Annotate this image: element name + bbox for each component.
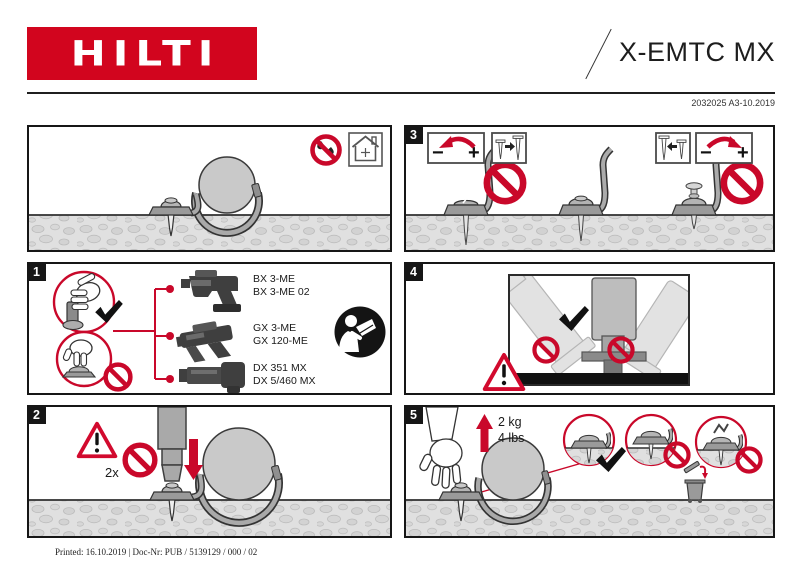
- nail-depth-icon: [491, 132, 527, 164]
- warning-triangle-icon: [76, 421, 118, 459]
- tool-dx-label-1: DX 351 MX: [253, 362, 307, 374]
- read-manual-icon: [334, 306, 386, 358]
- indoor-use-icon: [348, 132, 383, 167]
- conduit-with-clip: [148, 156, 263, 237]
- pull-load-metric-label: 2 kg: [498, 415, 522, 429]
- tool-nose-piece: [157, 407, 187, 482]
- conduit-with-clip: [438, 437, 552, 526]
- down-arrow-icon: [184, 439, 203, 480]
- print-info: Printed: 16.10.2019 | Doc-Nr: PUB / 5139…: [55, 547, 258, 557]
- concrete-base: [406, 215, 773, 250]
- trash-bin-icon: [683, 460, 708, 503]
- tool-bx-illustration: [181, 270, 241, 312]
- doc-code: 2032025 A3-10.2019: [691, 98, 775, 108]
- panel-step-4-alignment: 4: [404, 262, 775, 395]
- clip-latch: [271, 465, 282, 481]
- step-badge-1: 1: [27, 262, 46, 281]
- minus-label: −: [432, 142, 444, 164]
- conduit-pipe: [481, 437, 545, 501]
- step-badge-2: 2: [27, 405, 46, 424]
- panel-step-3-depth-check: 3: [404, 125, 775, 252]
- hilti-logo: HILTI: [27, 27, 257, 80]
- inspection-loose-detail: [624, 413, 678, 467]
- fastening-illustration: 2x: [29, 407, 390, 536]
- tool-dx-illustration: [179, 362, 245, 393]
- prohibition-icon: [106, 365, 131, 390]
- conduit-with-clip: [149, 427, 283, 527]
- inspection-illustration: 2 kg 4 lbs: [406, 407, 773, 536]
- clip-latch: [541, 470, 551, 485]
- inspection-damaged-detail: [694, 415, 748, 469]
- panel-step-5-inspection: 5: [404, 405, 775, 538]
- tool-bx-label-2: BX 3-ME 02: [253, 286, 310, 298]
- prohibition-icon: [737, 448, 760, 471]
- repeat-count-label: 2x: [105, 465, 119, 480]
- tool-gx-label-1: GX 3-ME: [253, 322, 296, 334]
- nail-depth-icon: [655, 132, 691, 164]
- pull-test-hand: [419, 407, 463, 489]
- no-water-icon: [310, 134, 342, 166]
- inspection-ok-detail: [562, 413, 616, 467]
- tool-gx-label-2: GX 120-ME: [253, 335, 308, 347]
- power-decrease-icon: − +: [427, 132, 485, 164]
- panel-application-overview: [27, 125, 392, 252]
- wrong-handling-detail: [55, 330, 113, 388]
- conduit-pipe: [198, 156, 256, 214]
- concrete-base: [406, 500, 773, 536]
- panel-step-2-fastening: 2 2x: [27, 405, 392, 538]
- up-arrow-icon: [476, 414, 493, 452]
- plus-label: +: [737, 142, 749, 164]
- title-slash-decoration: [585, 28, 612, 80]
- tool-dx-label-2: DX 5/460 MX: [253, 375, 315, 387]
- tool-gx-illustration: [175, 321, 233, 363]
- step-badge-3: 3: [404, 125, 423, 144]
- power-increase-icon: − +: [695, 132, 753, 164]
- plus-label: +: [468, 142, 480, 164]
- connector-lines: [113, 288, 167, 380]
- step-badge-5: 5: [404, 405, 423, 424]
- hilti-logo-text: HILTI: [70, 33, 221, 74]
- conduit-pipe: [202, 427, 276, 501]
- step-badge-4: 4: [404, 262, 423, 281]
- clip-correct: [558, 146, 614, 242]
- wrong-angle-tool-ghost: [510, 276, 596, 376]
- clip-latch: [251, 183, 262, 198]
- prohibition-icon: [724, 165, 760, 201]
- panel-step-1-tools: 1: [27, 262, 392, 395]
- alignment-illustration: [482, 274, 690, 392]
- minus-label: −: [700, 142, 712, 164]
- pull-load-imperial-label: 4 lbs: [498, 431, 524, 445]
- tool-bx-label-1: BX 3-ME: [253, 273, 295, 285]
- depth-check-illustration: − +: [406, 132, 773, 250]
- base-surface: [510, 373, 688, 384]
- prohibition-icon: [125, 445, 155, 475]
- product-title: X-EMTC MX: [619, 37, 775, 67]
- correct-handling-detail: [52, 270, 116, 334]
- tools-illustration: BX 3-ME BX 3-ME 02 GX 3-ME GX 120-ME DX …: [52, 270, 386, 393]
- header-divider: [27, 92, 775, 94]
- application-illustration: [29, 132, 390, 250]
